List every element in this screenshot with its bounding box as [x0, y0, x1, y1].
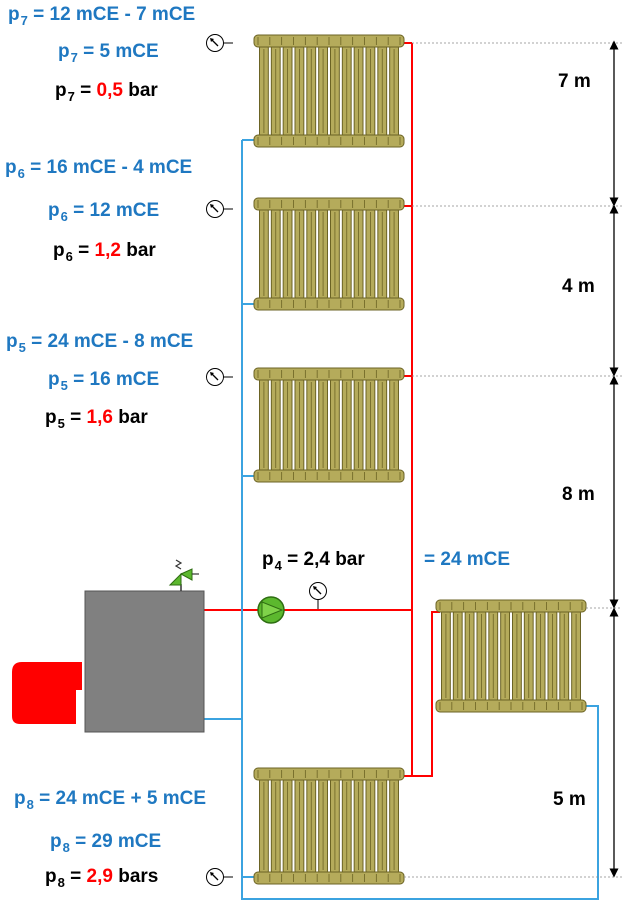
p8-mce-label: p8 = 29 mCE: [50, 831, 162, 855]
radiator-floor-7: [253, 34, 405, 148]
radiator-floor-8: [253, 767, 405, 885]
pressure-gauge-icon-6: [206, 200, 233, 218]
p6-mce-label: p6 = 12 mCE: [48, 200, 160, 224]
height-label-4m: 4 m: [562, 276, 595, 297]
level-guides: [404, 42, 622, 878]
radiators: [253, 34, 587, 885]
supply-branch-8: [403, 611, 440, 777]
height-label-8m: 8 m: [562, 484, 595, 505]
p8-bar-label: p8 = 2,9 bars: [45, 866, 159, 890]
p7-mce-label: p7 = 5 mCE: [58, 41, 159, 65]
pressure-gauge-icon-5: [206, 368, 233, 386]
p5-mce-label: p5 = 16 mCE: [48, 369, 160, 393]
radiator-pump-level: [435, 599, 587, 713]
p7-difference-label: p7 = 12 mCE - 7 mCE: [8, 4, 196, 28]
p7-bar-label: p7 = 0,5 bar: [55, 80, 158, 104]
p6-difference-label: p6 = 16 mCE - 4 mCE: [5, 157, 193, 181]
p8-bar-value: 2,9: [86, 866, 113, 887]
p5-difference-label: p5 = 24 mCE - 8 mCE: [6, 331, 194, 355]
radiator-floor-5: [253, 367, 405, 483]
burner-icon: [12, 662, 82, 724]
height-label-5m: 5 m: [553, 789, 586, 810]
p4-bar-label: p4 = 2,4 bar: [262, 549, 365, 573]
boiler-icon: [84, 590, 205, 733]
pump-icon: [257, 596, 285, 624]
return-riser: [241, 140, 599, 900]
p6-bar-label: p6 = 1,2 bar: [53, 240, 156, 264]
radiator-floor-6: [253, 197, 405, 311]
pressure-gauge-icon-7: [206, 34, 233, 52]
pressure-gauge-icon-8: [206, 868, 233, 886]
p8-difference-label: p8 = 24 mCE + 5 mCE: [14, 788, 206, 812]
p7-bar-value: 0,5: [96, 80, 123, 101]
height-label-7m: 7 m: [558, 71, 591, 92]
pressure-gauge-icon-pump: [309, 582, 327, 609]
p6-bar-value: 1,2: [94, 240, 121, 261]
p5-bar-label: p5 = 1,6 bar: [45, 407, 148, 431]
safety-valve-icon: [168, 559, 199, 591]
p5-bar-value: 1,6: [86, 407, 113, 428]
p4-mce-label: = 24 mCE: [424, 549, 511, 570]
pressure-gauges: [206, 34, 327, 886]
